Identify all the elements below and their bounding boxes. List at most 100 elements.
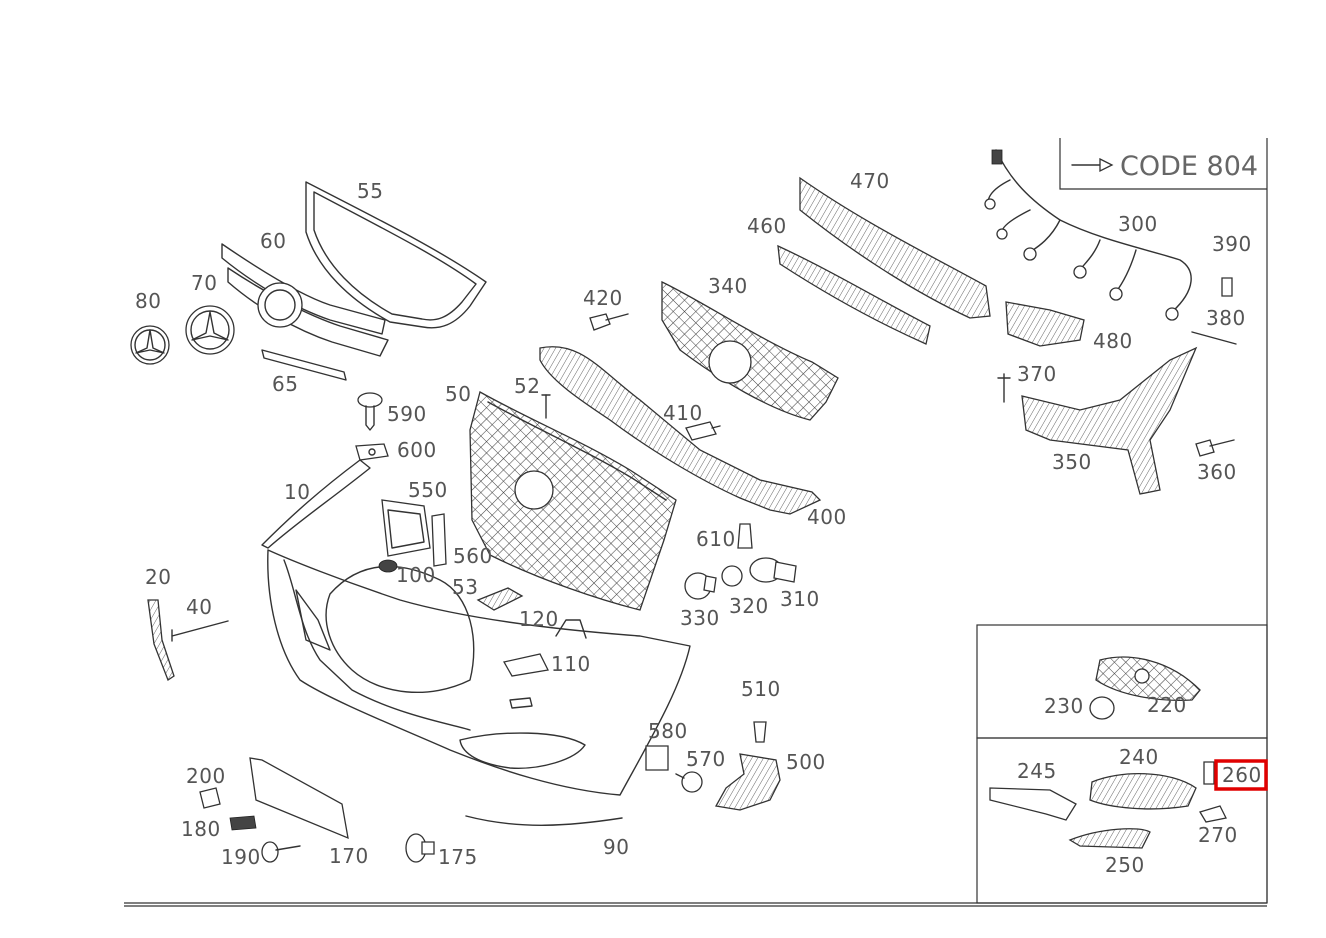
part-label-340[interactable]: 340 <box>708 274 748 298</box>
part-label-350[interactable]: 350 <box>1052 450 1092 474</box>
part-label-200[interactable]: 200 <box>186 764 226 788</box>
part-drawing-420 <box>589 313 629 331</box>
part-drawing-550 <box>381 499 431 557</box>
part-drawing-510 <box>753 721 767 743</box>
part-label-400[interactable]: 400 <box>807 505 847 529</box>
part-label-460[interactable]: 460 <box>747 214 787 238</box>
part-drawing-310 <box>749 557 797 583</box>
part-drawing-180 <box>229 815 257 831</box>
part-label-245[interactable]: 245 <box>1017 759 1057 783</box>
part-drawing-350 <box>1021 346 1198 495</box>
part-label-250[interactable]: 250 <box>1105 853 1145 877</box>
part-label-410[interactable]: 410 <box>663 401 703 425</box>
part-label-380[interactable]: 380 <box>1206 306 1246 330</box>
part-label-300[interactable]: 300 <box>1118 212 1158 236</box>
part-drawing-470 <box>799 176 991 319</box>
part-drawing-240 <box>1089 772 1197 810</box>
part-label-500[interactable]: 500 <box>786 750 826 774</box>
part-drawing-245 <box>989 787 1077 821</box>
part-label-420[interactable]: 420 <box>583 286 623 310</box>
part-drawing-320 <box>721 565 743 587</box>
part-label-600[interactable]: 600 <box>397 438 437 462</box>
part-label-65[interactable]: 65 <box>272 372 298 396</box>
part-label-80[interactable]: 80 <box>135 289 161 313</box>
part-drawing-170 <box>249 757 349 840</box>
part-drawing-590 <box>357 392 383 431</box>
part-drawing-55 <box>305 181 487 329</box>
part-drawing-300 <box>984 149 1192 321</box>
part-label-610[interactable]: 610 <box>696 527 736 551</box>
part-label-570[interactable]: 570 <box>686 747 726 771</box>
part-drawing-580 <box>645 745 669 771</box>
part-drawing-53 <box>476 587 524 611</box>
part-label-310[interactable]: 310 <box>780 587 820 611</box>
part-label-320[interactable]: 320 <box>729 594 769 618</box>
part-label-20[interactable]: 20 <box>145 565 171 589</box>
part-label-370[interactable]: 370 <box>1017 362 1057 386</box>
part-drawing-570 <box>675 771 703 793</box>
part-drawing-40 <box>171 620 229 642</box>
highlight-box <box>1214 759 1268 791</box>
part-drawing-400 <box>539 346 822 515</box>
part-label-390[interactable]: 390 <box>1212 232 1252 256</box>
part-drawing-230 <box>1089 696 1115 720</box>
part-label-50[interactable]: 50 <box>445 382 471 406</box>
part-label-55[interactable]: 55 <box>357 179 383 203</box>
part-drawing-410 <box>685 421 721 441</box>
part-drawing-390 <box>1221 277 1233 297</box>
part-drawing-65 <box>261 349 347 381</box>
part-drawing-100 <box>378 559 398 573</box>
part-drawing-80 <box>130 325 170 365</box>
part-label-270[interactable]: 270 <box>1198 823 1238 847</box>
part-drawing-330 <box>684 572 717 600</box>
part-drawing-120 <box>555 619 587 639</box>
part-label-330[interactable]: 330 <box>680 606 720 630</box>
part-drawing-90 <box>465 815 623 826</box>
part-drawing-600 <box>355 443 389 461</box>
part-label-220[interactable]: 220 <box>1147 693 1187 717</box>
part-drawing-175 <box>405 833 435 863</box>
part-label-40[interactable]: 40 <box>186 595 212 619</box>
part-label-70[interactable]: 70 <box>191 271 217 295</box>
part-label-240[interactable]: 240 <box>1119 745 1159 769</box>
part-label-470[interactable]: 470 <box>850 169 890 193</box>
inset-panel-drl <box>976 737 1268 904</box>
code-box-label: CODE 804 <box>1120 151 1258 182</box>
part-label-190[interactable]: 190 <box>221 845 261 869</box>
part-label-560[interactable]: 560 <box>453 544 493 568</box>
part-label-10[interactable]: 10 <box>284 480 310 504</box>
part-drawing-500 <box>714 753 781 811</box>
part-label-230[interactable]: 230 <box>1044 694 1084 718</box>
part-label-580[interactable]: 580 <box>648 719 688 743</box>
part-label-360[interactable]: 360 <box>1197 460 1237 484</box>
part-label-175[interactable]: 175 <box>438 845 478 869</box>
part-label-180[interactable]: 180 <box>181 817 221 841</box>
part-drawing-610 <box>737 523 753 549</box>
arrow-right-icon <box>1071 157 1114 173</box>
part-label-510[interactable]: 510 <box>741 677 781 701</box>
part-label-52[interactable]: 52 <box>514 374 540 398</box>
part-drawing-370 <box>997 373 1011 403</box>
part-drawing-340 <box>661 280 839 421</box>
part-label-60[interactable]: 60 <box>260 229 286 253</box>
part-drawing-220 <box>1095 656 1201 701</box>
part-label-53[interactable]: 53 <box>452 575 478 599</box>
part-labels: 55 60 70 80 65 590 600 10 550 560 100 53… <box>135 169 1262 877</box>
part-drawing-360 <box>1195 439 1235 457</box>
part-label-550[interactable]: 550 <box>408 478 448 502</box>
part-label-480[interactable]: 480 <box>1093 329 1133 353</box>
part-drawing-380 <box>1191 331 1237 345</box>
part-drawing-560 <box>431 513 447 567</box>
part-label-260[interactable]: 260 <box>1222 763 1262 787</box>
part-drawing-270 <box>1199 805 1227 823</box>
part-label-90[interactable]: 90 <box>603 835 629 859</box>
part-label-590[interactable]: 590 <box>387 402 427 426</box>
part-label-120[interactable]: 120 <box>519 607 559 631</box>
part-drawing-20 <box>147 599 175 681</box>
part-drawing-10 <box>261 459 691 796</box>
part-drawing-52 <box>541 394 551 419</box>
part-label-170[interactable]: 170 <box>329 844 369 868</box>
part-label-100[interactable]: 100 <box>396 563 436 587</box>
part-label-110[interactable]: 110 <box>551 652 591 676</box>
